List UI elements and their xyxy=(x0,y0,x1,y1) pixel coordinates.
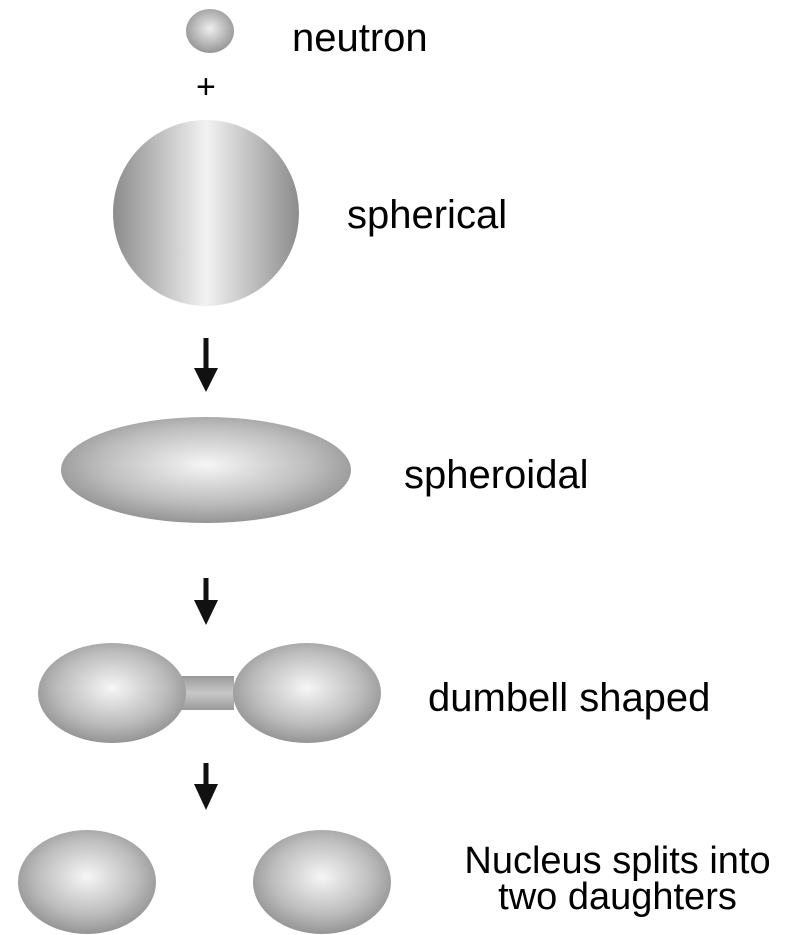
split-label-line1: Nucleus splits into xyxy=(464,840,771,882)
down-arrow-icon xyxy=(194,763,218,810)
neutron-label: neutron xyxy=(292,16,428,60)
down-arrow-icon xyxy=(194,338,218,392)
spheroidal-nucleus-shape xyxy=(61,417,351,523)
split-label: Nucleus splits into two daughters xyxy=(440,840,795,918)
spheroidal-label: spheroidal xyxy=(404,453,589,497)
plus-sign: + xyxy=(196,68,216,106)
neutron-shape xyxy=(186,9,234,53)
daughter-nucleus-right-shape xyxy=(253,830,391,934)
split-label-line2: two daughters xyxy=(498,876,737,918)
daughter-nucleus-left-shape xyxy=(18,830,156,934)
spherical-label: spherical xyxy=(347,193,508,237)
down-arrow-icon xyxy=(194,578,218,625)
dumbbell-nucleus-shape xyxy=(38,643,381,743)
spherical-nucleus-shape xyxy=(113,120,299,306)
dumbell-shaped-label: dumbell shaped xyxy=(428,676,711,720)
